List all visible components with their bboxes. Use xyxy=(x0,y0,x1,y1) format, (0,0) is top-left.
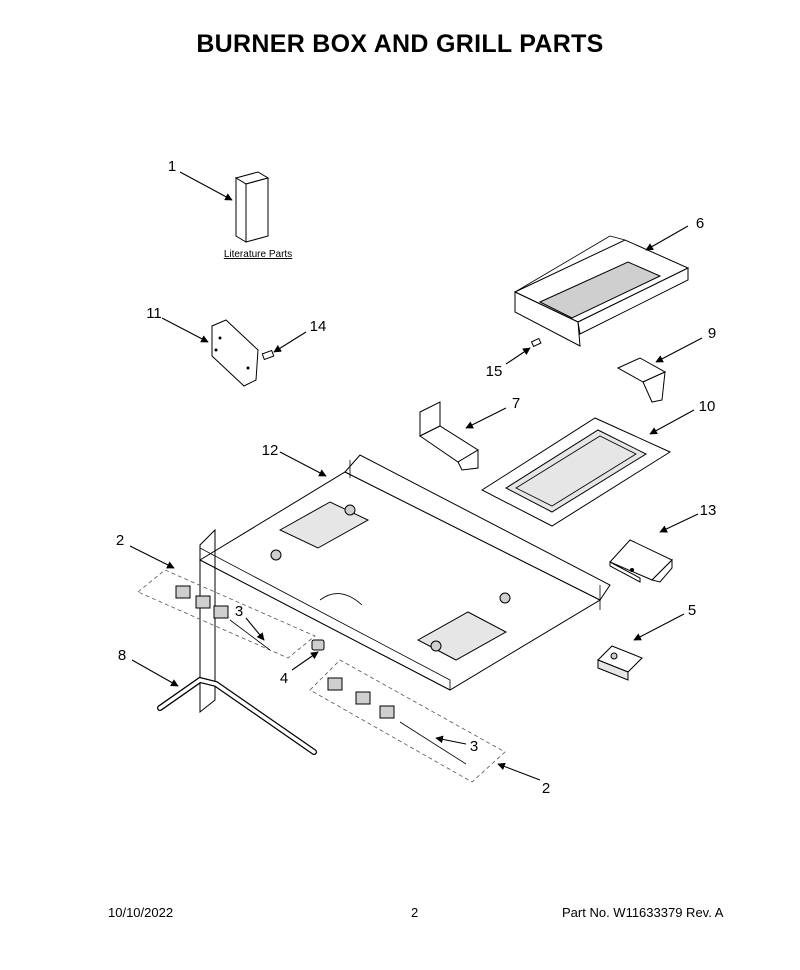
callout-8: 8 xyxy=(118,647,126,664)
igniter-module-part-5[interactable] xyxy=(597,645,643,681)
fitting-part-4[interactable] xyxy=(311,639,325,651)
leader-lines xyxy=(129,171,703,781)
callout-14: 14 xyxy=(310,318,327,335)
callout-13: 13 xyxy=(700,502,717,519)
screw-part-14[interactable] xyxy=(261,349,275,361)
footer-part-number: Part No. W11633379 Rev. A xyxy=(562,905,724,920)
bracket-part-13[interactable] xyxy=(609,539,673,583)
callout-3b: 3 xyxy=(470,738,478,755)
callout-5: 5 xyxy=(688,602,696,619)
valve-group-left[interactable] xyxy=(137,569,316,659)
callout-10: 10 xyxy=(699,398,716,415)
footer-date: 10/10/2022 xyxy=(108,905,174,920)
callout-9: 9 xyxy=(708,325,716,342)
page-title: BURNER BOX AND GRILL PARTS xyxy=(196,30,604,58)
callout-2a: 2 xyxy=(116,532,124,549)
literature-parts-book[interactable] xyxy=(234,171,270,243)
callout-12: 12 xyxy=(262,442,279,459)
heat-shield-part-7[interactable] xyxy=(419,401,479,471)
burner-box-part-12[interactable] xyxy=(198,454,611,714)
callout-15: 15 xyxy=(486,363,503,380)
screw-part-15[interactable] xyxy=(530,337,542,348)
callout-1: 1 xyxy=(168,158,176,175)
bracket-plate-part[interactable] xyxy=(211,319,259,387)
callout-7: 7 xyxy=(512,395,520,412)
callout-3a: 3 xyxy=(235,603,243,620)
callout-4: 4 xyxy=(280,670,288,687)
grill-tray-part[interactable] xyxy=(513,235,690,347)
small-bracket-part-9[interactable] xyxy=(616,357,667,403)
callout-11: 11 xyxy=(146,305,162,322)
callout-2b: 2 xyxy=(542,780,550,797)
drip-pan-part-10[interactable] xyxy=(480,417,672,527)
literature-parts-label: Literature Parts xyxy=(224,249,292,260)
gas-tube-part-8[interactable] xyxy=(157,676,317,755)
valve-group-right[interactable] xyxy=(309,659,506,783)
callout-6: 6 xyxy=(696,215,704,232)
footer-page-number: 2 xyxy=(411,905,419,920)
